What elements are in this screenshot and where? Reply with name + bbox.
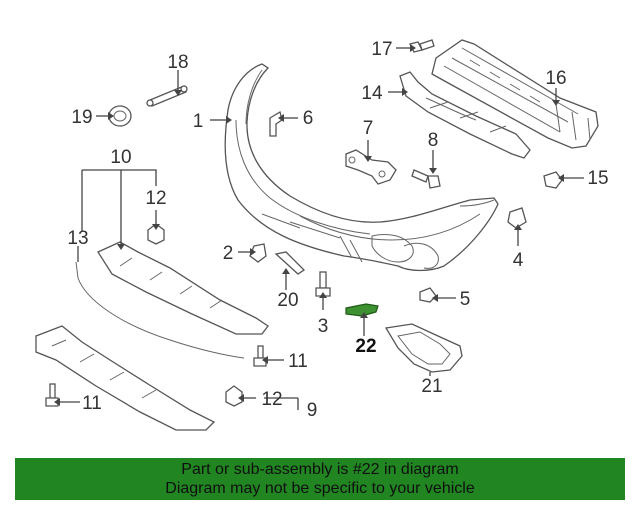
callout-14: 14 <box>361 83 383 104</box>
callout-13: 13 <box>67 228 88 249</box>
callout-18: 18 <box>167 52 188 73</box>
part-bolt-11-right <box>253 345 267 367</box>
callout-12-lower: 12 <box>261 389 282 410</box>
callout-11-right: 11 <box>288 351 308 372</box>
footer-banner: Part or sub-assembly is #22 in diagram D… <box>15 458 625 500</box>
part-strip-13 <box>75 261 245 359</box>
part-lower-cover-9 <box>35 325 216 431</box>
callout-15: 15 <box>587 168 608 189</box>
part-clip-15 <box>543 171 563 189</box>
part-energy-absorber <box>399 71 531 159</box>
part-22-highlighted <box>345 303 379 317</box>
footer-line-1: Part or sub-assembly is #22 in diagram <box>181 461 459 478</box>
callout-2: 2 <box>223 243 234 264</box>
callout-17: 17 <box>371 39 392 60</box>
callout-4: 4 <box>513 250 524 271</box>
callout-21: 21 <box>421 376 442 397</box>
callout-20: 20 <box>277 290 298 311</box>
leader-lines <box>60 47 584 410</box>
callout-8: 8 <box>428 130 439 151</box>
part-bolt-17 <box>409 39 435 53</box>
callout-labels: 1 2 3 4 5 6 7 8 9 10 11 11 12 12 13 14 1… <box>67 39 608 421</box>
callout-7: 7 <box>363 118 374 139</box>
part-plate-20 <box>274 251 306 275</box>
part-nut-12-lower <box>225 385 243 407</box>
part-bezel-21 <box>384 323 463 373</box>
callout-1: 1 <box>193 111 204 132</box>
callout-11-left: 11 <box>82 393 102 414</box>
part-cap-19 <box>108 105 132 127</box>
callout-10: 10 <box>110 147 131 168</box>
part-nut-5 <box>419 287 437 303</box>
footer-line-2: Diagram may not be specific to your vehi… <box>165 480 475 497</box>
part-bracket-7 <box>345 149 397 185</box>
part-bumper-reinforcement <box>431 39 599 149</box>
callout-16: 16 <box>545 68 566 89</box>
exploded-parts-diagram: 1 2 3 4 5 6 7 8 9 10 11 11 12 12 13 14 1… <box>35 39 609 431</box>
callout-12-upper: 12 <box>145 188 166 209</box>
callout-5: 5 <box>460 289 471 310</box>
part-bracket-4 <box>507 207 527 229</box>
callout-6: 6 <box>303 108 314 129</box>
part-link-18 <box>146 85 188 107</box>
callout-19: 19 <box>71 107 92 128</box>
part-bolt-8 <box>411 169 441 189</box>
callout-3: 3 <box>318 316 329 337</box>
callout-9: 9 <box>307 400 318 421</box>
callout-22-highlighted: 22 <box>355 336 376 357</box>
part-6 <box>269 110 283 137</box>
leader-arrowheads <box>54 44 564 406</box>
part-bolt-11-left <box>45 383 59 407</box>
part-under-cover-10 <box>97 241 269 335</box>
part-bumper-cover <box>224 63 499 272</box>
